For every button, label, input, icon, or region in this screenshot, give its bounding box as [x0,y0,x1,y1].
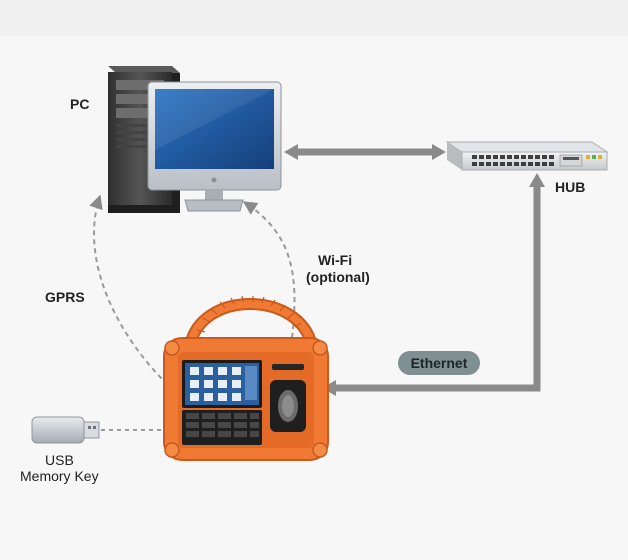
monitor-icon [147,81,282,212]
gprs-link [89,194,169,386]
hub-label: HUB [555,179,586,195]
ethernet-link-pc-hub [284,144,446,160]
network-hub-icon [445,141,609,171]
top-band [0,0,628,36]
usb-label: USB [45,452,74,468]
pc-label: PC [70,96,90,112]
usb-stick-icon [31,416,100,444]
wifi-optional-label: (optional) [306,269,370,285]
gprs-label: GPRS [45,289,85,305]
ethernet-label: Ethernet [398,351,480,375]
time-attendance-terminal-icon [163,295,329,461]
memory-key-label: Memory Key [20,468,99,484]
wifi-label: Wi-Fi [318,252,353,268]
